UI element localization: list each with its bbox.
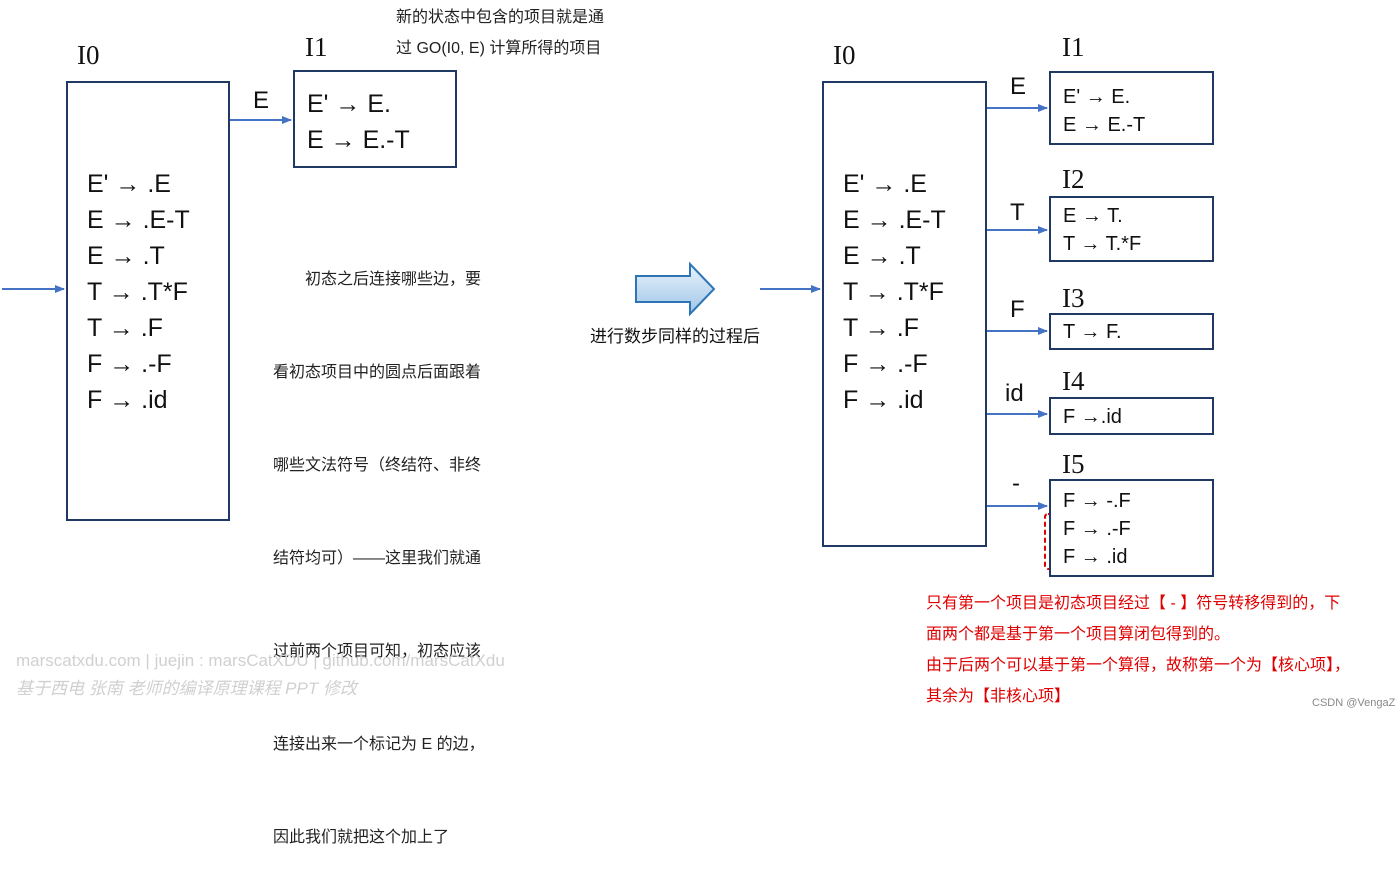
left-i1-box: E' → E. E → E.-T [293, 70, 457, 168]
item: T → .F [843, 314, 919, 342]
state-i1-items: E' → E. E → E.-T [1063, 83, 1145, 139]
item: E → .E-T [843, 206, 946, 234]
left-i1-items: E' → E. E → E.-T [307, 86, 410, 158]
state-i1-box: E' → E. E → E.-T [1049, 71, 1214, 145]
item: T → .F [87, 314, 163, 342]
note-line: 看初态项目中的圆点后面跟着 [273, 364, 482, 381]
red-note-line: 面两个都是基于第一个项目算闭包得到的。 [926, 626, 1231, 643]
red-note-line: 只有第一个项目是初态项目经过【 - 】符号转移得到的，下 [926, 595, 1341, 612]
item: F → -.F [1063, 490, 1131, 512]
state-i5-box: F → -.F F → .-F F → .id [1049, 479, 1214, 577]
left-i1-title: I1 [305, 32, 328, 62]
right-i0-title: I0 [833, 40, 856, 70]
note-line: 初态之后连接哪些边，要 [273, 271, 482, 288]
item: F → .id [1063, 546, 1128, 568]
item: E' → E. [307, 90, 391, 118]
note-line: 过前两个项目可知，初态应该 [273, 643, 482, 660]
edge-label-minus: - [1012, 470, 1020, 497]
left-i0-title: I0 [77, 40, 100, 70]
edge-label-e: E [1010, 73, 1027, 100]
item: E → E.-T [307, 126, 410, 154]
item: E → .E-T [87, 206, 190, 234]
state-i4-items: F →.id [1063, 403, 1122, 431]
item: T → .T*F [843, 278, 944, 306]
note-line: 新的状态中包含的项目就是通 [396, 9, 605, 26]
state-i4-title: I4 [1062, 366, 1085, 396]
right-i0-items: E' → .E E → .E-T E → .T T → .T*F T → .F … [843, 166, 946, 418]
item: F → .id [87, 386, 168, 414]
note-line: 结符均可）——这里我们就通 [273, 550, 482, 567]
note-line: 过 GO(I0, E) 计算所得的项目 [396, 40, 602, 57]
item: E → T. [1063, 205, 1123, 227]
state-i3-title: I3 [1062, 283, 1085, 313]
state-i3-items: T → F. [1063, 318, 1122, 346]
item: E' → E. [1063, 86, 1131, 108]
right-i0-box: E' → .E E → .E-T E → .T T → .T*F T → .F … [822, 81, 987, 547]
red-note-line: 由于后两个可以基于第一个算得，故称第一个为【核心项】， [926, 657, 1351, 674]
state-i5-items: F → -.F F → .-F F → .id [1063, 487, 1131, 571]
item: T → .T*F [87, 278, 188, 306]
item: E' → .E [87, 170, 171, 198]
state-i2-box: E → T. T → T.*F [1049, 196, 1214, 262]
watermark-line2: 基于西电 张南 老师的编译原理课程 PPT 修改 [16, 679, 357, 698]
note-line: 因此我们就把这个加上了 [273, 829, 450, 846]
item: E → .T [87, 242, 165, 270]
left-edge-label: E [253, 87, 270, 114]
red-note: 只有第一个项目是初态项目经过【 - 】符号转移得到的，下 面两个都是基于第一个项… [926, 588, 1350, 712]
note-line: 连接出来一个标记为 E 的边， [273, 736, 485, 753]
item: E → E.-T [1063, 114, 1146, 136]
left-i0-box: E' → .E E → .E-T E → .T T → .T*F T → .F … [66, 81, 230, 521]
item: F → .-F [87, 350, 172, 378]
item: E' → .E [843, 170, 927, 198]
top-note: 新的状态中包含的项目就是通 过 GO(I0, E) 计算所得的项目 [396, 2, 604, 64]
item: T → T.*F [1063, 233, 1142, 255]
transition-caption: 进行数步同样的过程后 [590, 327, 760, 346]
state-i2-items: E → T. T → T.*F [1063, 202, 1141, 258]
csdn-watermark: CSDN @VengaZ [1312, 697, 1396, 709]
watermark-line1: marscatxdu.com | juejin : marsCatXDU | g… [16, 651, 505, 670]
edge-label-f: F [1010, 296, 1025, 323]
note-line: 哪些文法符号（终结符、非终 [273, 457, 482, 474]
item: F → .-F [1063, 518, 1131, 540]
item: F → .-F [843, 350, 928, 378]
transition-arrow [635, 261, 716, 317]
state-i1-title: I1 [1062, 32, 1085, 62]
item: F → .id [843, 386, 924, 414]
item: F →.id [1063, 406, 1122, 428]
state-i3-box: T → F. [1049, 313, 1214, 350]
red-note-line: 其余为【非核心项】 [926, 688, 1071, 705]
state-i4-box: F →.id [1049, 397, 1214, 435]
edge-label-id: id [1005, 380, 1024, 407]
state-i2-title: I2 [1062, 164, 1085, 194]
edge-label-t: T [1010, 199, 1025, 226]
middle-note: 初态之后连接哪些边，要 看初态项目中的圆点后面跟着 哪些文法符号（终结符、非终 … [273, 202, 485, 884]
state-i5-title: I5 [1062, 449, 1085, 479]
item: T → F. [1063, 321, 1122, 343]
left-i0-items: E' → .E E → .E-T E → .T T → .T*F T → .F … [87, 166, 190, 418]
item: E → .T [843, 242, 921, 270]
